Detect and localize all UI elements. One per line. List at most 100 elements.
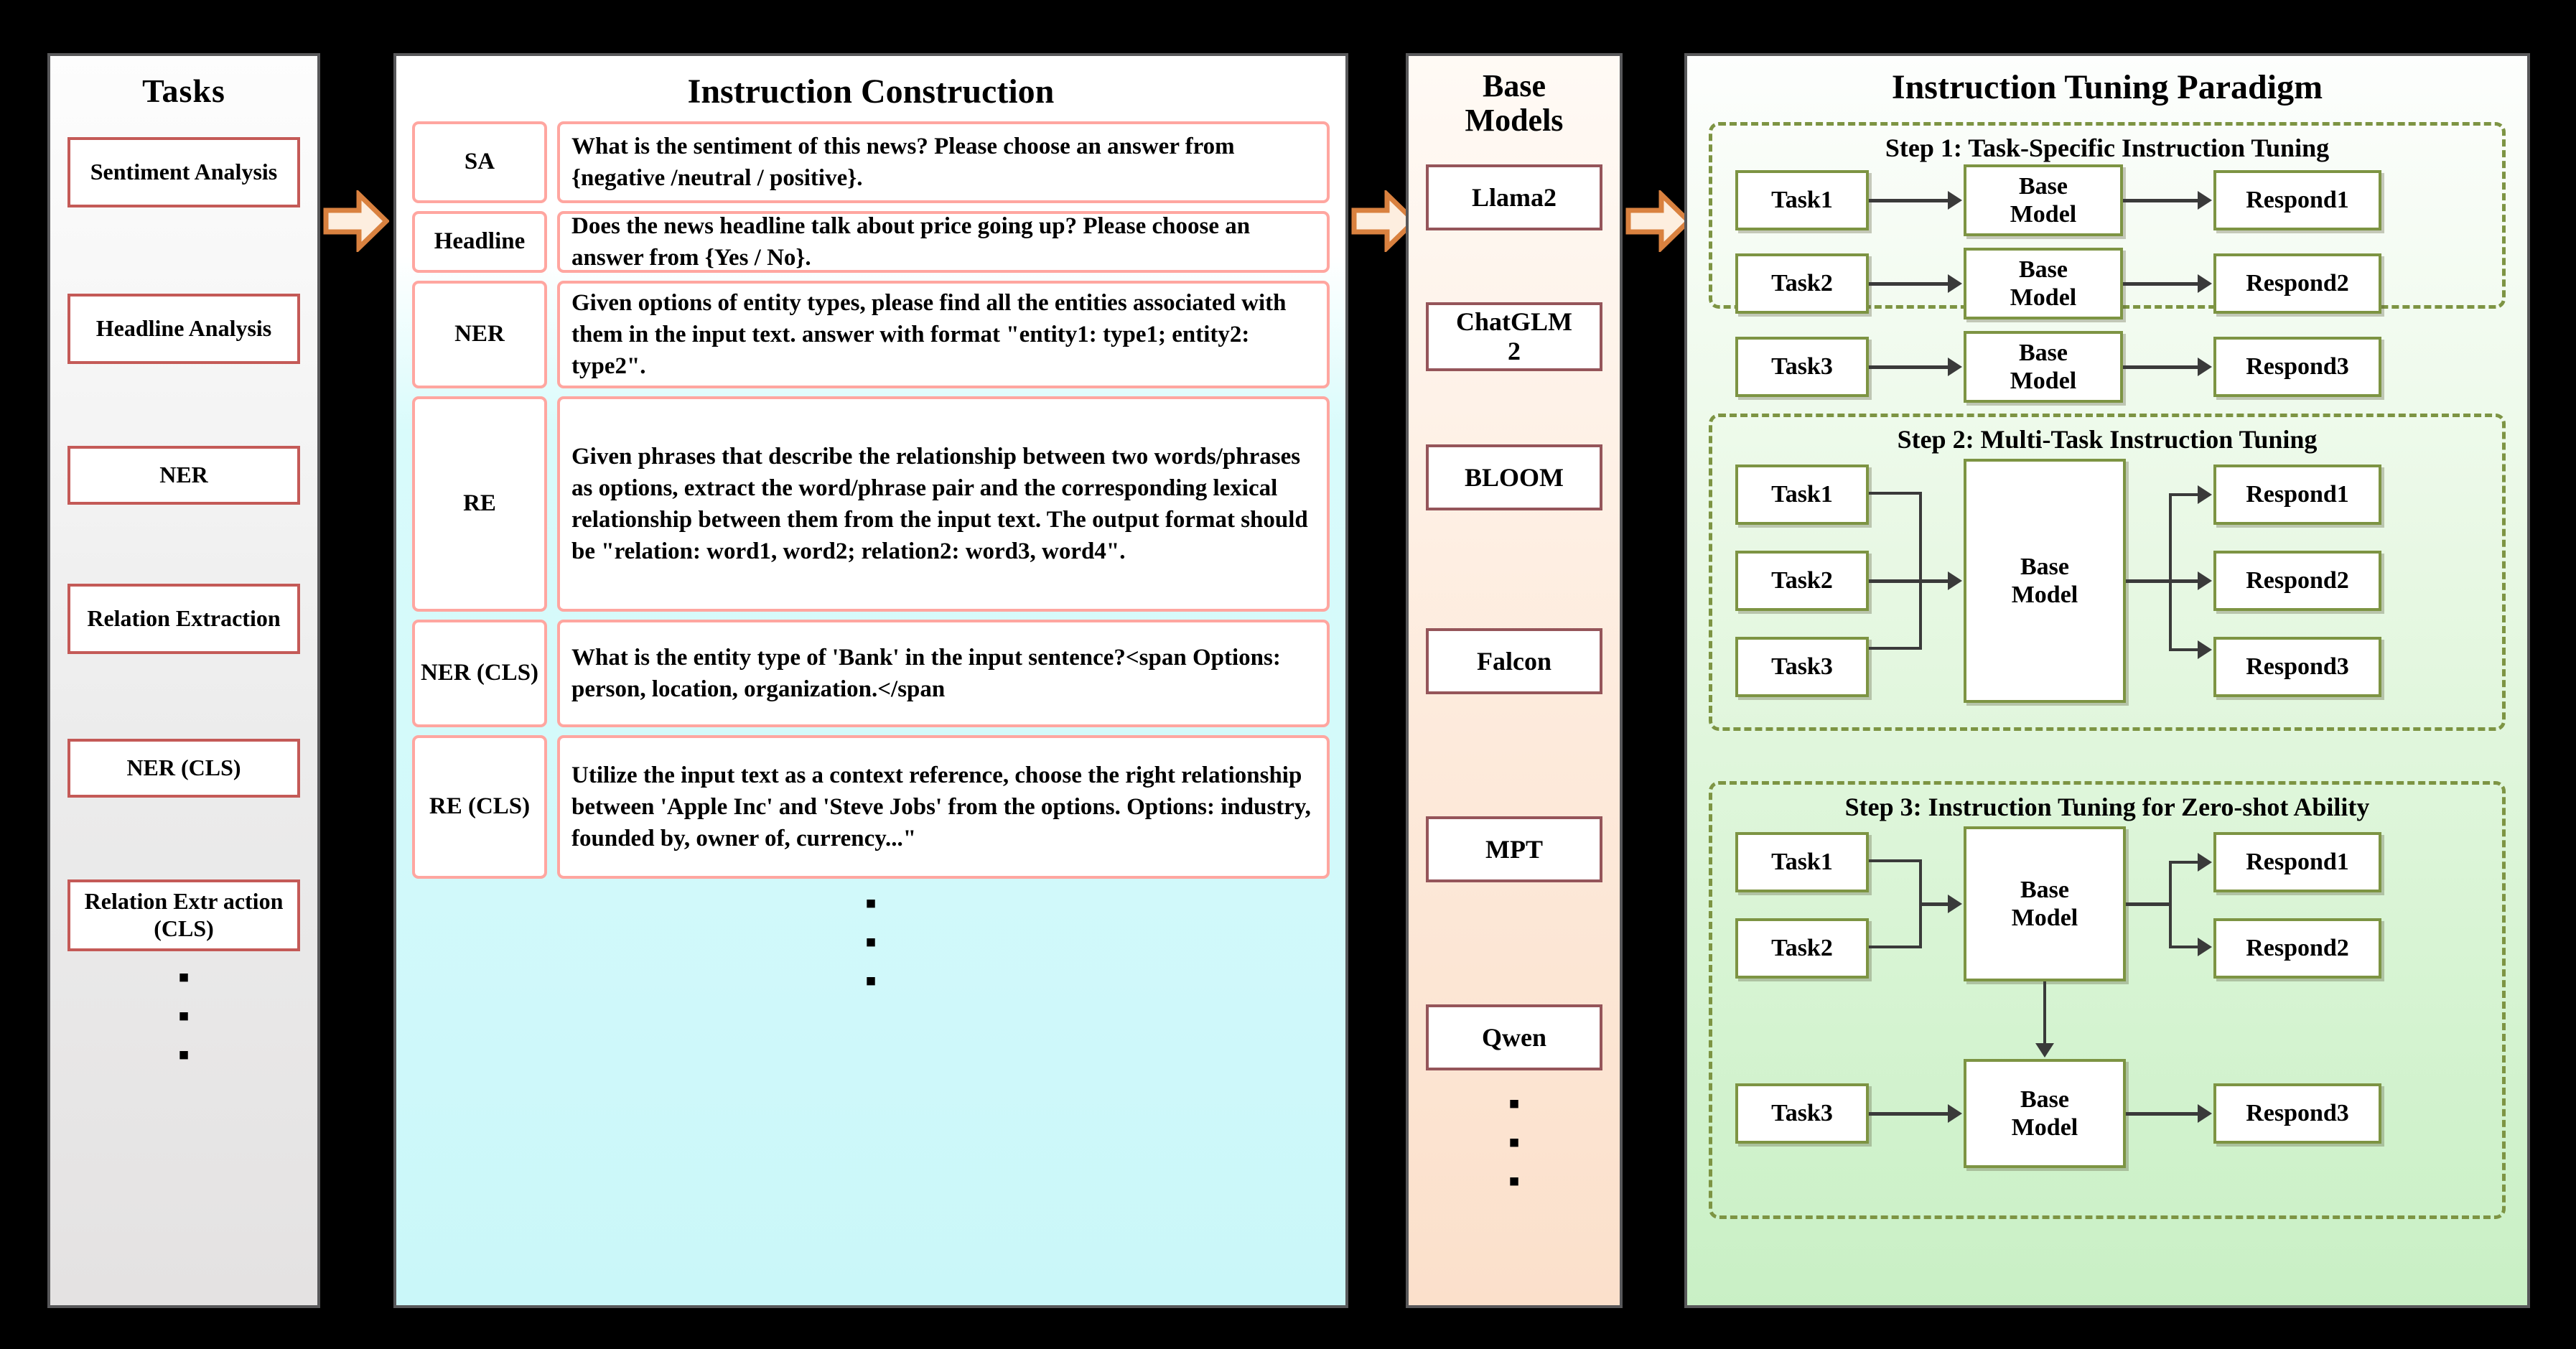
model-item-bloom[interactable]: BLOOM <box>1426 444 1602 510</box>
instruction-tag-ner: NER <box>412 281 547 388</box>
instruction-text-re: Given phrases that describe the relation… <box>557 396 1330 612</box>
model-item-falcon[interactable]: Falcon <box>1426 627 1602 694</box>
step3-respond3-box[interactable]: Respond3 <box>2213 1083 2381 1144</box>
step3-connector-merge-out <box>1919 902 1949 906</box>
base-models-ellipsis: ▪ ▪ ▪ <box>1508 1084 1521 1199</box>
instruction-tag-ner-cls: NER (CLS) <box>412 620 547 727</box>
step2-arrowhead-respond3 <box>2198 640 2212 659</box>
task-item-relation-extraction-cls[interactable]: Relation Extr action (CLS) <box>67 879 300 951</box>
step3-arrowhead-respond1 <box>2198 853 2212 872</box>
tasks-ellipsis: ▪ ▪ ▪ <box>177 958 190 1073</box>
instruction-tuning-paradigm-panel: Instruction Tuning Paradigm Step 1: Task… <box>1684 53 2530 1308</box>
step1-arrowhead-respond3 <box>2198 358 2212 376</box>
instruction-tag-headline: Headline <box>412 211 547 273</box>
model-item-llama2[interactable]: Llama2 <box>1426 164 1602 230</box>
base-models-title: Base Models Base Models <box>1409 68 1620 139</box>
step3-arrowhead-respond3 <box>2198 1104 2212 1123</box>
instruction-row-re[interactable]: RE Given phrases that describe the relat… <box>412 396 1330 612</box>
step1-arrowhead-respond2 <box>2198 274 2212 293</box>
step1-respond3-box[interactable]: Respond3 <box>2213 337 2381 397</box>
task-item-headline-analysis[interactable]: Headline Analysis <box>67 294 300 364</box>
step2-respond1-box[interactable]: Respond1 <box>2213 465 2381 525</box>
step3-connector-task2 <box>1869 946 1922 948</box>
step2-connector-task3 <box>1869 647 1922 650</box>
step2-connector-vertical-right <box>2169 493 2172 651</box>
flow-arrow-tasks-to-instruction <box>323 190 389 252</box>
step2-respond3-box[interactable]: Respond3 <box>2213 637 2381 697</box>
flow-arrow-instruction-to-models <box>1351 190 1417 252</box>
step3-task2-box[interactable]: Task2 <box>1735 918 1869 979</box>
step3-connector-model1-model2 <box>2043 981 2046 1046</box>
model-item-mpt[interactable]: MPT <box>1426 816 1602 882</box>
flow-arrow-models-to-paradigm <box>1625 190 1691 252</box>
step-1-title: Step 1: Task-Specific Instruction Tuning <box>1885 134 2330 162</box>
step1-connector-model3-respond3 <box>2123 365 2199 369</box>
step3-arrowhead-respond2 <box>2198 938 2212 956</box>
step1-connector-task1-model1 <box>1869 199 1949 202</box>
step3-task1-box[interactable]: Task1 <box>1735 832 1869 892</box>
step3-connector-respond2 <box>2169 946 2201 948</box>
instruction-row-ner[interactable]: NER Given options of entity types, pleas… <box>412 281 1330 388</box>
step2-task3-box[interactable]: Task3 <box>1735 637 1869 697</box>
step3-connector-task3-model2 <box>1869 1112 1949 1116</box>
step1-respond1-box[interactable]: Respond1 <box>2213 170 2381 230</box>
instruction-text-re-cls: Utilize the input text as a context refe… <box>557 735 1330 879</box>
task-item-relation-extraction[interactable]: Relation Extraction <box>67 584 300 654</box>
step3-task3-box[interactable]: Task3 <box>1735 1083 1869 1144</box>
instruction-tag-re: RE <box>412 396 547 612</box>
step1-task2-box[interactable]: Task2 <box>1735 253 1869 314</box>
task-item-ner[interactable]: NER <box>67 446 300 505</box>
instruction-row-headline[interactable]: Headline Does the news headline talk abo… <box>412 211 1330 273</box>
instruction-row-sa[interactable]: SA What is the sentiment of this news? P… <box>412 121 1330 203</box>
instruction-text-ner-cls: What is the entity type of 'Bank' in the… <box>557 620 1330 727</box>
step1-arrowhead-model3 <box>1948 358 1962 376</box>
step2-arrowhead-model <box>1948 571 1962 590</box>
step2-arrowhead-respond2 <box>2198 571 2212 590</box>
step3-arrowhead-model2 <box>1948 1104 1962 1123</box>
step3-arrowhead-model1 <box>1948 895 1962 913</box>
step3-connector-task1 <box>1869 859 1922 862</box>
instruction-ellipsis: ▪ ▪ ▪ <box>864 884 877 999</box>
step2-task2-box[interactable]: Task2 <box>1735 551 1869 611</box>
step-3-container: Step 3: Instruction Tuning for Zero-shot… <box>1709 781 2506 1219</box>
step2-arrowhead-respond1 <box>2198 485 2212 504</box>
step3-connector-respond1 <box>2169 861 2201 864</box>
task-item-ner-cls[interactable]: NER (CLS) <box>67 739 300 798</box>
instruction-text-sa: What is the sentiment of this news? Plea… <box>557 121 1330 203</box>
step2-connector-respond3 <box>2169 648 2201 651</box>
step3-connector-vertical-right <box>2169 861 2172 948</box>
instruction-row-re-cls[interactable]: RE (CLS) Utilize the input text as a con… <box>412 735 1330 879</box>
step3-respond1-box[interactable]: Respond1 <box>2213 832 2381 892</box>
instruction-row-ner-cls[interactable]: NER (CLS) What is the entity type of 'Ba… <box>412 620 1330 727</box>
instruction-text-ner: Given options of entity types, please fi… <box>557 281 1330 388</box>
paradigm-title: Instruction Tuning Paradigm <box>1891 68 2323 106</box>
step3-respond2-box[interactable]: Respond2 <box>2213 918 2381 979</box>
instruction-text-headline: Does the news headline talk about price … <box>557 211 1330 273</box>
step-2-title: Step 2: Multi-Task Instruction Tuning <box>1897 425 2318 454</box>
step1-arrowhead-model1 <box>1948 191 1962 210</box>
step2-task1-box[interactable]: Task1 <box>1735 465 1869 525</box>
tasks-panel: Tasks Sentiment Analysis Headline Analys… <box>47 53 320 1308</box>
step1-respond2-box[interactable]: Respond2 <box>2213 253 2381 314</box>
model-item-qwen[interactable]: Qwen <box>1426 1004 1602 1070</box>
task-item-sentiment-analysis[interactable]: Sentiment Analysis <box>67 137 300 207</box>
step2-respond2-box[interactable]: Respond2 <box>2213 551 2381 611</box>
instruction-tag-sa: SA <box>412 121 547 203</box>
instruction-construction-panel: Instruction Construction SA What is the … <box>393 53 1348 1308</box>
instruction-tag-re-cls: RE (CLS) <box>412 735 547 879</box>
step1-task1-box[interactable]: Task1 <box>1735 170 1869 230</box>
step2-connector-model-out <box>2126 579 2201 583</box>
step1-task3-box[interactable]: Task3 <box>1735 337 1869 397</box>
step1-arrowhead-respond1 <box>2198 191 2212 210</box>
step3-arrowhead-model2-down <box>2035 1043 2054 1058</box>
step-1-container: Step 1: Task-Specific Instruction Tuning… <box>1709 122 2506 403</box>
step-2-container: Step 2: Multi-Task Instruction Tuning Ta… <box>1709 414 2506 731</box>
step1-connector-model2-respond2 <box>2123 282 2199 286</box>
